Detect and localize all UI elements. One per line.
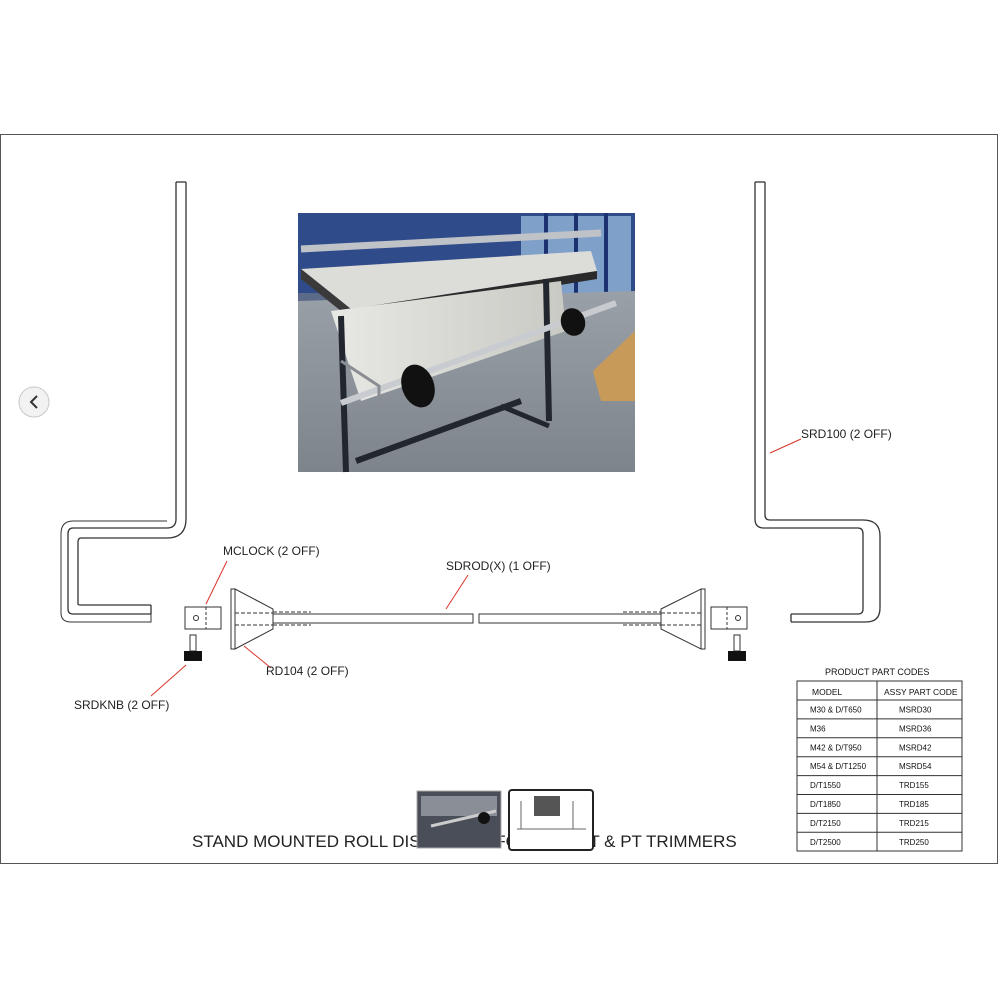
table-cell-code: MSRD42 bbox=[899, 743, 932, 752]
table-caption: PRODUCT PART CODES bbox=[825, 667, 929, 677]
rd104-left bbox=[230, 588, 274, 650]
table-cell-code: TRD155 bbox=[899, 781, 929, 790]
table-cell-code: TRD185 bbox=[899, 800, 929, 809]
right-bracket-srd100 bbox=[754, 181, 881, 623]
mclock-left bbox=[184, 606, 222, 630]
srdknb-left bbox=[184, 634, 202, 661]
assembly-drawing: SRD100 (2 OFF) MCLOCK (2 OFF) SDROD(X) (… bbox=[18, 181, 963, 852]
label-srd100: SRD100 (2 OFF) bbox=[801, 427, 892, 441]
table-cell-code: MSRD30 bbox=[899, 706, 932, 715]
part-codes-table: PRODUCT PART CODES MODEL ASSY PART CODE … bbox=[796, 667, 963, 852]
table-cell-code: MSRD54 bbox=[899, 762, 932, 771]
label-mclock: MCLOCK (2 OFF) bbox=[223, 544, 320, 558]
sdrod-rod bbox=[272, 611, 662, 626]
product-photo-thumbnail[interactable] bbox=[416, 790, 502, 849]
product-photo bbox=[298, 213, 635, 473]
drawing-sheet: SRD100 (2 OFF) MCLOCK (2 OFF) SDROD(X) (… bbox=[0, 134, 998, 864]
label-srdknb: SRDKNB (2 OFF) bbox=[74, 698, 169, 712]
table-header-model: MODEL bbox=[812, 687, 843, 697]
label-rd104: RD104 (2 OFF) bbox=[266, 664, 349, 678]
table-cell-model: M36 bbox=[810, 724, 826, 733]
table-cell-code: MSRD36 bbox=[899, 724, 932, 733]
left-bracket-srd100 bbox=[60, 181, 187, 623]
table-cell-model: M42 & D/T950 bbox=[810, 743, 862, 752]
table-cell-model: D/T2150 bbox=[810, 819, 841, 828]
table-cell-model: D/T1550 bbox=[810, 781, 841, 790]
chevron-left-icon bbox=[29, 395, 38, 409]
callout-lines bbox=[150, 438, 802, 697]
label-sdrod: SDROD(X) (1 OFF) bbox=[446, 559, 551, 573]
diagram-thumbnail[interactable] bbox=[508, 789, 594, 851]
table-cell-code: TRD250 bbox=[899, 838, 929, 847]
previous-image-button[interactable] bbox=[18, 386, 50, 418]
table-cell-model: M30 & D/T650 bbox=[810, 706, 862, 715]
srdknb-right bbox=[728, 634, 746, 661]
rd104-right bbox=[660, 588, 706, 650]
table-header-code: ASSY PART CODE bbox=[884, 687, 958, 697]
table-cell-code: TRD215 bbox=[899, 819, 929, 828]
table-cell-model: M54 & D/T1250 bbox=[810, 762, 867, 771]
table-cell-model: D/T2500 bbox=[810, 838, 841, 847]
mclock-right bbox=[710, 606, 748, 630]
table-cell-model: D/T1850 bbox=[810, 800, 841, 809]
